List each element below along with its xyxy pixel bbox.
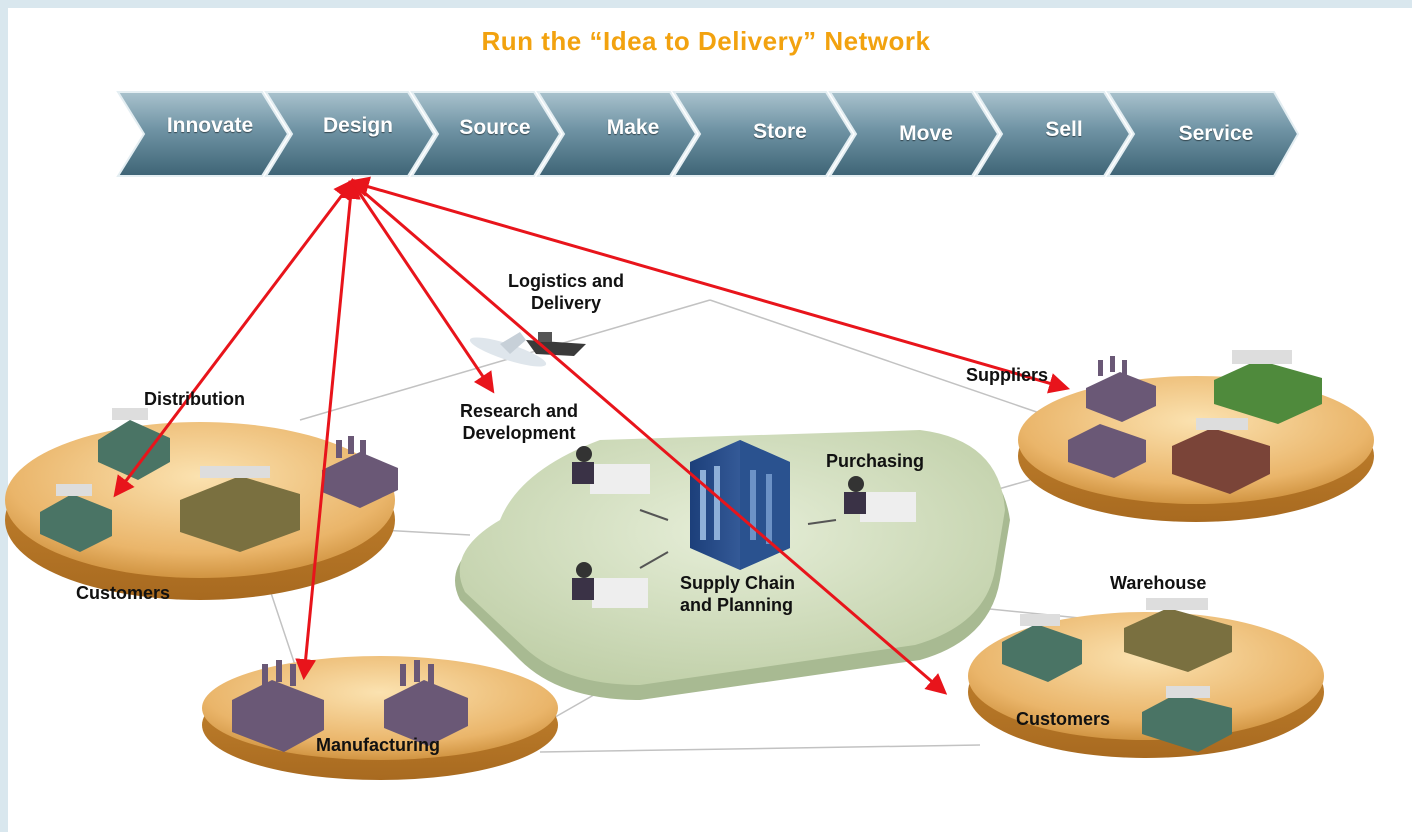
label-customers-right: Customers bbox=[1016, 709, 1111, 729]
label-research: Research and Development bbox=[459, 401, 579, 443]
retailer-store-icon bbox=[40, 484, 112, 552]
chevron-make bbox=[536, 91, 698, 177]
factory-icon bbox=[232, 660, 324, 752]
step-label-innovate: Innovate bbox=[166, 114, 254, 137]
step-label-sell: Sell bbox=[1045, 118, 1083, 141]
design-arrows bbox=[113, 176, 1071, 695]
chevron-service bbox=[1106, 91, 1300, 177]
chevron-source bbox=[410, 91, 562, 177]
label-manufacturing: Manufacturing bbox=[316, 735, 440, 755]
frame-left-border bbox=[0, 0, 8, 832]
purchasing-desk-icon bbox=[844, 476, 916, 522]
label-distribution: Distribution bbox=[144, 389, 245, 409]
retailer-store-icon bbox=[1002, 614, 1082, 682]
step-label-move: Move bbox=[899, 122, 953, 145]
label-purchasing: Purchasing bbox=[826, 451, 925, 471]
chevron-store bbox=[672, 91, 854, 177]
process-chevron-bar bbox=[116, 91, 1300, 177]
chevron-move bbox=[828, 91, 1000, 177]
factory-icon bbox=[1068, 424, 1146, 478]
factory-icon bbox=[384, 660, 468, 746]
warehouse-icon bbox=[1172, 418, 1270, 494]
chevron-innovate bbox=[116, 91, 290, 177]
step-label-service: Service bbox=[1178, 122, 1254, 145]
distribution-center-icon bbox=[1124, 598, 1232, 672]
retailer-store-icon bbox=[1142, 686, 1232, 752]
ship-icon bbox=[526, 332, 586, 356]
planner-desk-icon bbox=[572, 562, 648, 608]
page-title: Run the “Idea to Delivery” Network bbox=[481, 26, 931, 56]
factory-icon bbox=[1086, 356, 1156, 422]
contract-manufacturer-icon bbox=[1214, 350, 1322, 424]
step-label-source: Source bbox=[459, 116, 531, 139]
researcher-desk-icon bbox=[572, 446, 650, 494]
step-label-design: Design bbox=[322, 114, 393, 137]
chevron-sell bbox=[974, 91, 1132, 177]
label-logistics: Logistics and Delivery bbox=[507, 271, 624, 313]
frame-top-border bbox=[0, 0, 1412, 8]
chevron-design bbox=[264, 91, 436, 177]
step-label-store: Store bbox=[753, 120, 807, 143]
label-suppliers: Suppliers bbox=[966, 365, 1049, 385]
label-warehouse: Warehouse bbox=[1110, 573, 1207, 593]
label-supply-chain: Supply Chain and Planning bbox=[680, 573, 796, 615]
label-customers-left: Customers bbox=[76, 583, 171, 603]
step-label-make: Make bbox=[606, 116, 660, 139]
headquarters-tower-icon bbox=[690, 440, 790, 570]
